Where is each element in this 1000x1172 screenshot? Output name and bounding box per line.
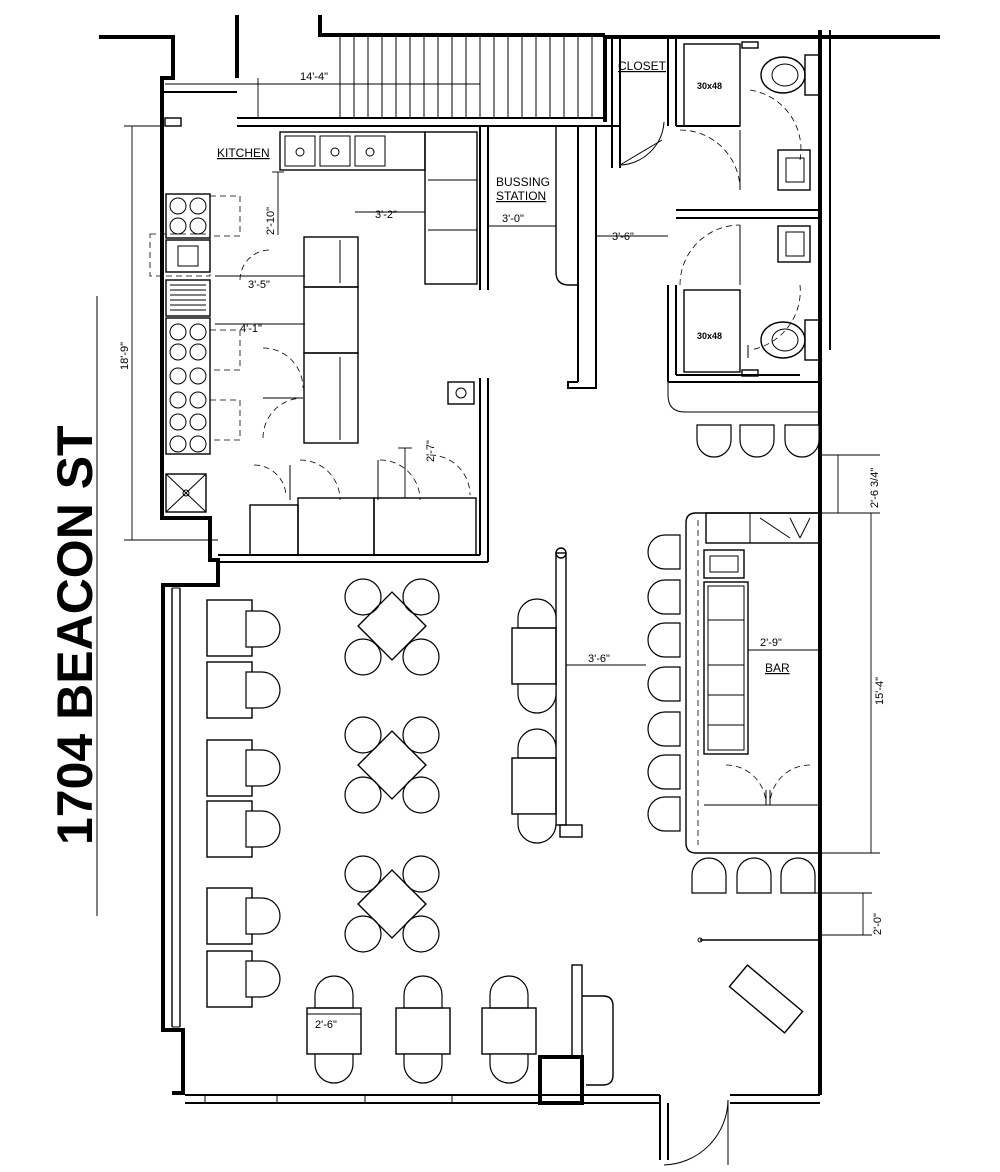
dim-restroom-corridor-label: 3'-6" bbox=[612, 231, 634, 243]
bar-label: BAR bbox=[765, 661, 790, 675]
dim-bar-end-gap-label: 2'-0" bbox=[872, 913, 884, 935]
stall-b-label: 30x48 bbox=[697, 331, 722, 341]
dim-bar-depth-label: 2'-9" bbox=[760, 637, 782, 649]
dim-kitchen-depth-label: 18'-9" bbox=[119, 342, 131, 370]
dim-bar-length-label: 15'-4" bbox=[874, 677, 886, 705]
closet-label: CLOSET bbox=[618, 59, 667, 73]
dim-prep-gap-label: 3'-2" bbox=[375, 209, 397, 221]
four-top-table-1 bbox=[344, 578, 440, 676]
four-top-table-2 bbox=[344, 716, 440, 814]
dim-bar-side-gap-label: 2'-6 3/4" bbox=[869, 468, 881, 508]
address-title: 1704 BEACON ST bbox=[47, 425, 103, 845]
dim-line-aisle-a-label: 3'-5" bbox=[248, 279, 270, 291]
dim-dish-gap-label: 2'-7" bbox=[425, 440, 437, 462]
dim-top-width-label: 14'-4" bbox=[300, 71, 328, 83]
two-top-table-d bbox=[395, 975, 451, 1084]
bar-area: 2'-9" BAR 2'-6 3/4" 15'-4" 2'-0" 3'-6" bbox=[555, 424, 886, 1034]
dim-bar-aisle-label: 3'-6" bbox=[588, 653, 610, 665]
restrooms: CLOSET 30x48 30x48 bbox=[611, 37, 821, 413]
dim-counter-gap-label: 2'-10" bbox=[265, 207, 277, 235]
bussing-label-1: BUSSING bbox=[496, 175, 550, 189]
bussing-label-2: STATION bbox=[496, 189, 546, 203]
dining-area: 2'-6" bbox=[171, 578, 729, 1166]
kitchen-label: KITCHEN bbox=[217, 146, 270, 160]
dim-kitchen-depth: 18'-9" bbox=[119, 125, 218, 541]
kitchen: KITCHEN 2'-10" 3'-2" bbox=[149, 91, 489, 563]
dim-bussing-width-label: 3'-0" bbox=[502, 213, 524, 225]
two-top-table-c: 2'-6" bbox=[306, 975, 362, 1084]
dim-line-aisle-b-label: 4'-1" bbox=[240, 323, 262, 335]
bussing-station: BUSSING STATION 3'-0" 3'-6" bbox=[488, 126, 668, 389]
dim-table-width-label: 2'-6" bbox=[315, 1019, 337, 1031]
two-top-table-e bbox=[481, 975, 537, 1084]
two-top-table-a bbox=[511, 598, 557, 714]
stall-a-label: 30x48 bbox=[697, 81, 722, 91]
two-top-table-b bbox=[511, 728, 557, 844]
stairs bbox=[237, 35, 620, 127]
four-top-table-3 bbox=[344, 855, 440, 953]
dim-top-width: 14'-4" bbox=[165, 71, 481, 118]
